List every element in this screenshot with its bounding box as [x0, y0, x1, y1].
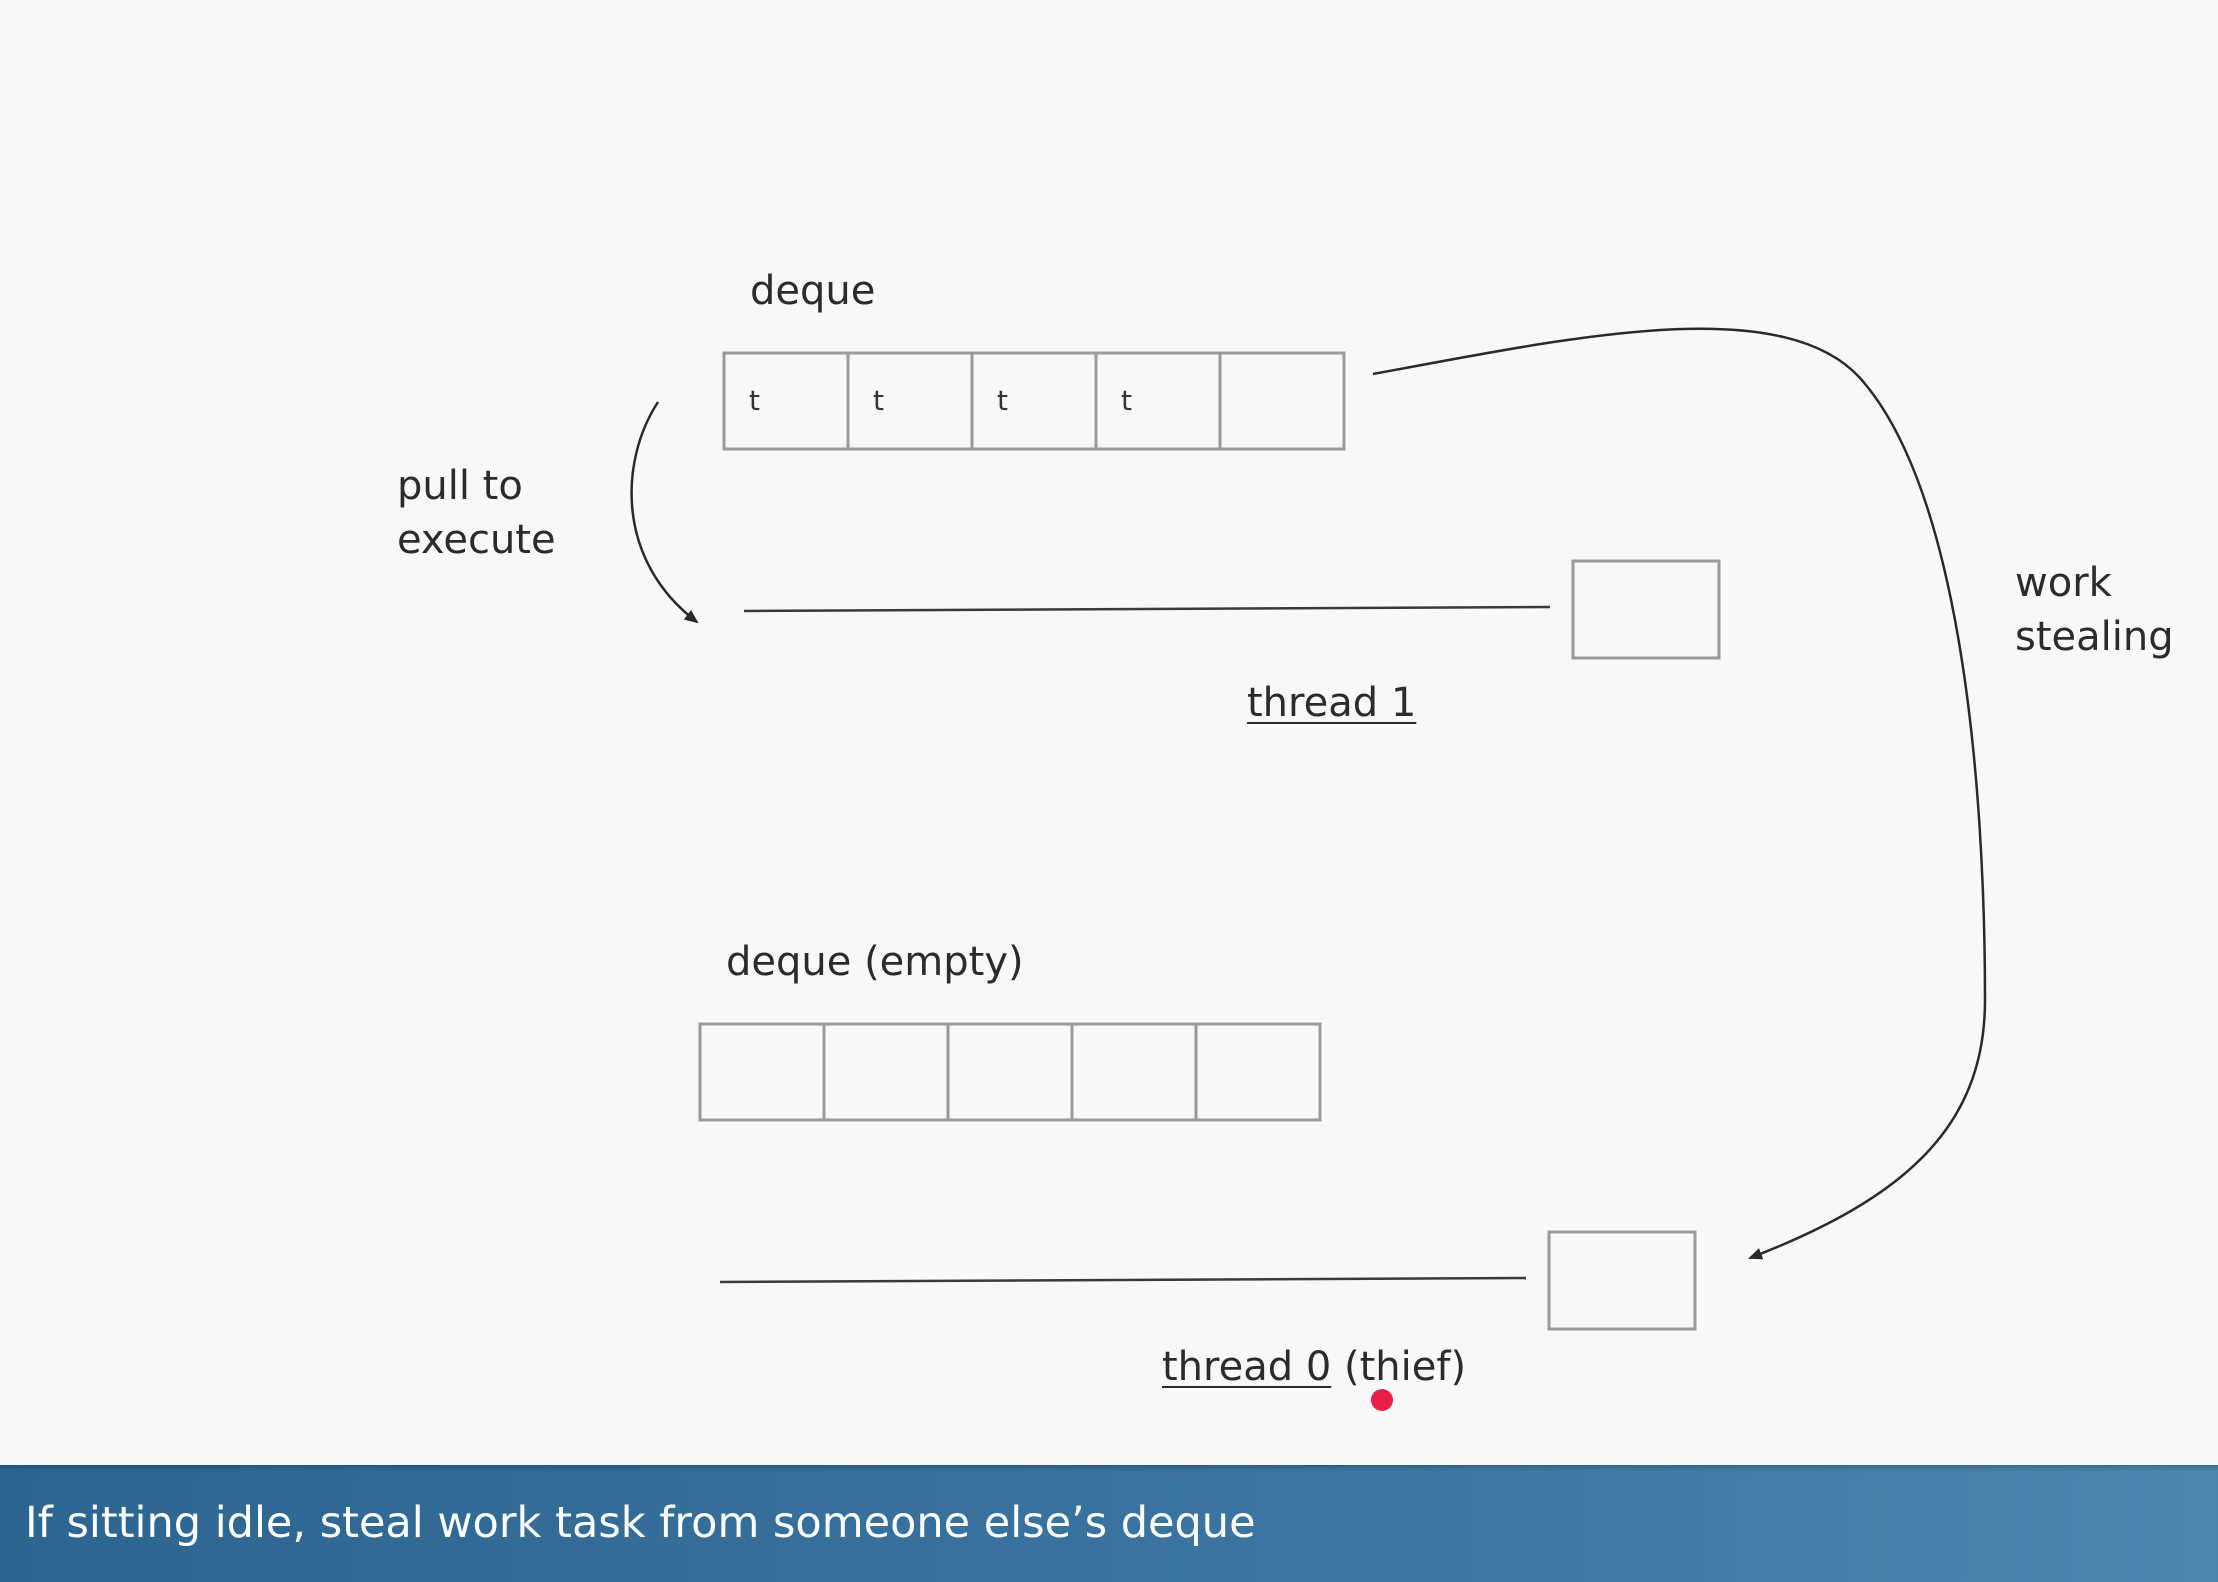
bottom-deque	[698, 1022, 1322, 1122]
top-deque-cell-text: t	[873, 384, 884, 417]
top-deque: t t t t	[722, 351, 1346, 451]
pull-label-line2: execute	[397, 517, 556, 563]
caption-bar: If sitting idle, steal work task from so…	[0, 1465, 2218, 1582]
thread-0-box	[1547, 1230, 1697, 1331]
bottom-deque-cell	[822, 1022, 950, 1122]
thread-0-line	[719, 1276, 1527, 1284]
thread-1-label: thread 1	[1247, 680, 1417, 726]
caption-text: If sitting idle, steal work task from so…	[25, 1498, 1256, 1548]
bottom-deque-cell	[1194, 1022, 1322, 1122]
bottom-deque-cell	[698, 1022, 826, 1122]
top-deque-cell	[1218, 351, 1346, 451]
pull-arrow	[630, 401, 699, 624]
steal-label-line2: stealing	[2015, 614, 2174, 660]
top-deque-cell	[846, 351, 974, 451]
thread-1-line	[743, 605, 1551, 613]
steal-label-line1: work	[2015, 560, 2112, 606]
top-deque-cell	[970, 351, 1098, 451]
bottom-deque-cell	[1070, 1022, 1198, 1122]
thread-0-role: (thief)	[1331, 1344, 1467, 1390]
top-deque-label: deque	[750, 268, 876, 314]
thread-0-label: thread 0	[1162, 1344, 1332, 1390]
top-deque-cell-text: t	[997, 384, 1008, 417]
steal-arrow	[1372, 327, 1987, 1260]
thread-1-box	[1571, 559, 1721, 660]
top-deque-cell	[1094, 351, 1222, 451]
bottom-deque-cell	[946, 1022, 1074, 1122]
pull-label: pull to execute	[397, 459, 556, 567]
bottom-deque-label: deque (empty)	[726, 939, 1024, 985]
thread-0-label-group: thread 0 (thief)	[1162, 1340, 1466, 1394]
top-deque-cell-text: t	[749, 384, 760, 417]
pull-label-line1: pull to	[397, 463, 523, 509]
top-deque-cell	[722, 351, 850, 451]
top-deque-cell-text: t	[1121, 384, 1132, 417]
steal-label: work stealing	[2015, 556, 2174, 664]
laser-pointer-dot	[1371, 1389, 1393, 1411]
